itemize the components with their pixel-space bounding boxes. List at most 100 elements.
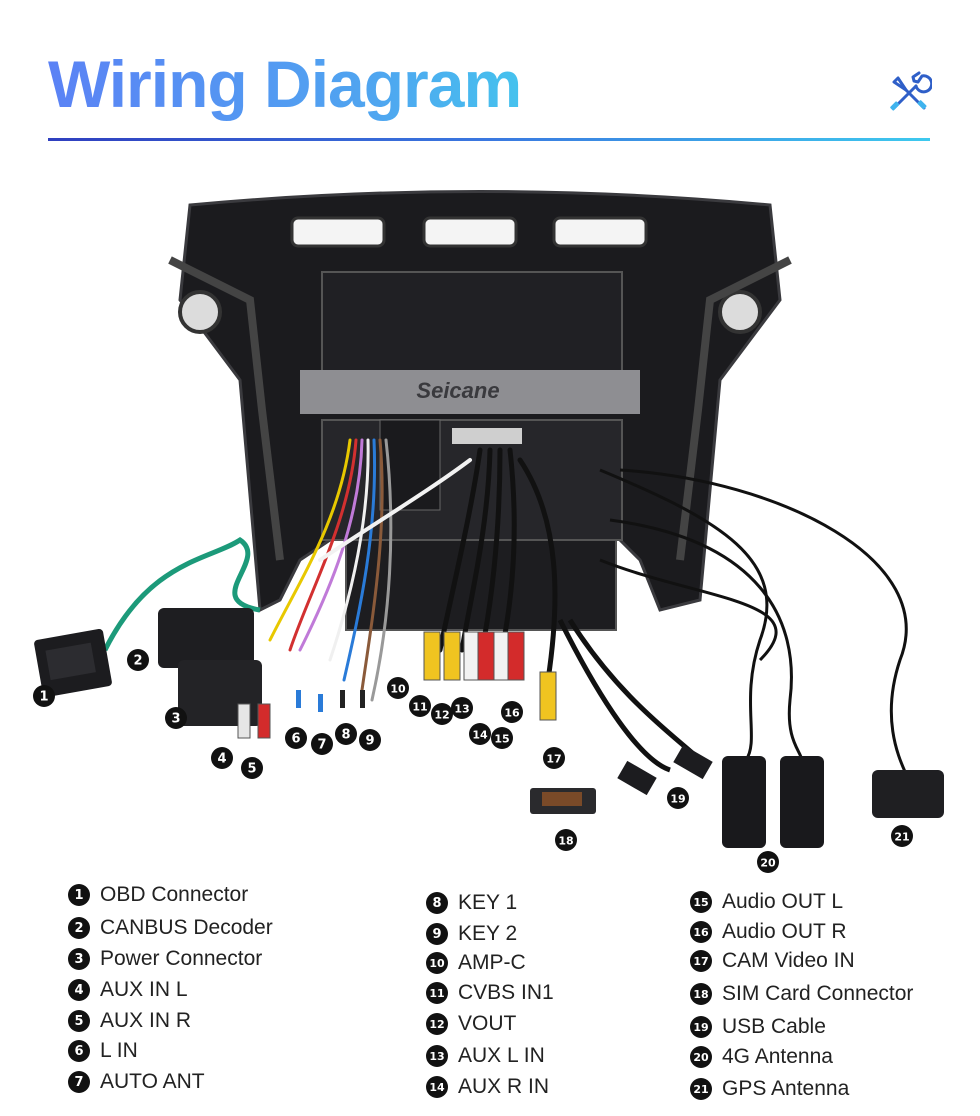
legend-number-badge: 3 — [68, 948, 90, 970]
legend-number-badge: 7 — [68, 1071, 90, 1093]
legend-label: CVBS IN1 — [458, 981, 554, 1004]
legend-label: GPS Antenna — [722, 1077, 850, 1100]
callout-3: 3 — [165, 707, 187, 729]
legend-number-badge: 15 — [690, 891, 712, 913]
obd-connector — [34, 628, 112, 698]
callout-circle — [409, 695, 431, 717]
callout-number: 16 — [504, 707, 520, 720]
callout-circle — [359, 729, 381, 751]
callout-number: 7 — [317, 738, 326, 753]
legend-label: L IN — [100, 1039, 138, 1062]
callout-circle — [311, 733, 333, 755]
canbus-cable — [102, 536, 261, 652]
legend-number-badge: 18 — [690, 983, 712, 1005]
callout-number: 6 — [291, 732, 300, 747]
legend-number-badge: 16 — [690, 921, 712, 943]
callout-circle — [431, 703, 453, 725]
callout-number: 2 — [133, 654, 142, 669]
callout-number: 4 — [217, 752, 226, 767]
legend-number-badge: 19 — [690, 1016, 712, 1038]
legend-number-badge: 13 — [426, 1045, 448, 1067]
legend-label: OBD Connector — [100, 883, 249, 906]
legend-number-badge: 1 — [68, 884, 90, 906]
callout-circle — [757, 851, 779, 873]
legend-number-badge: 21 — [690, 1078, 712, 1100]
legend-label: AUTO ANT — [100, 1070, 205, 1093]
callout-number: 21 — [894, 831, 909, 844]
callout-number: 18 — [558, 835, 573, 848]
callout-number: 19 — [670, 793, 685, 806]
legend-item: 18 SIM Card Connector — [690, 982, 913, 1006]
callout-6: 6 — [285, 727, 307, 749]
legend-label: Audio OUT R — [722, 920, 847, 943]
legend-item: 10 AMP-C — [426, 951, 526, 975]
callout-circle — [335, 723, 357, 745]
legend-label: AUX IN L — [100, 978, 188, 1001]
callout-number: 8 — [341, 728, 350, 743]
gps-antenna — [872, 770, 944, 818]
callout-5: 5 — [241, 757, 263, 779]
callout-19: 19 — [667, 787, 689, 809]
head-unit: Seicane — [300, 271, 640, 631]
callout-number: 17 — [546, 753, 561, 766]
callout-number: 5 — [247, 762, 256, 777]
legend-number-badge: 9 — [426, 923, 448, 945]
title-underline — [48, 138, 930, 141]
wiring-diagram: Seicane — [33, 190, 944, 873]
4g-antenna-2 — [780, 756, 824, 848]
callout-11: 11 — [409, 695, 431, 717]
legend-item: 12 VOUT — [426, 1012, 516, 1036]
callout-7: 7 — [311, 733, 333, 755]
callout-circle — [165, 707, 187, 729]
callout-number: 9 — [365, 734, 374, 749]
callout-circle — [127, 649, 149, 671]
callout-circle — [491, 727, 513, 749]
legend-label: SIM Card Connector — [722, 982, 914, 1005]
legend-label: USB Cable — [722, 1015, 826, 1038]
callout-circle — [667, 787, 689, 809]
4g-antenna-1 — [722, 756, 766, 848]
legend-number-badge: 17 — [690, 950, 712, 972]
legend-label: AMP-C — [458, 951, 526, 974]
legend-label: AUX R IN — [458, 1075, 550, 1098]
legend-item: 1 OBD Connector — [68, 883, 248, 907]
legend-label: AUX IN R — [100, 1009, 192, 1032]
legend-item: 7 AUTO ANT — [68, 1070, 205, 1094]
callout-17: 17 — [543, 747, 565, 769]
callout-number: 11 — [412, 701, 427, 714]
callout-number: 3 — [171, 712, 180, 727]
legend-number-badge: 12 — [426, 1013, 448, 1035]
usb-cables — [557, 618, 713, 796]
callout-circle — [543, 747, 565, 769]
callout-circle — [241, 757, 263, 779]
callout-12: 12 — [431, 703, 453, 725]
callout-4: 4 — [211, 747, 233, 769]
legend-label: Power Connector — [100, 947, 263, 970]
callout-circle — [469, 723, 491, 745]
callout-13: 13 — [451, 697, 473, 719]
callout-21: 21 — [891, 825, 913, 847]
legend-number-badge: 4 — [68, 979, 90, 1001]
legend-label: VOUT — [458, 1012, 517, 1035]
legend-item: 21 GPS Antenna — [690, 1077, 849, 1101]
legend-item: 14 AUX R IN — [426, 1075, 549, 1099]
brand-watermark: Seicane — [416, 378, 499, 403]
legend-number-badge: 14 — [426, 1076, 448, 1098]
callout-number: 10 — [390, 683, 406, 696]
callout-circle — [891, 825, 913, 847]
callout-number: 20 — [760, 857, 776, 870]
callout-circle — [501, 701, 523, 723]
callout-number: 13 — [454, 703, 469, 716]
legend-item: 4 AUX IN L — [68, 978, 188, 1002]
legend-number-badge: 10 — [426, 952, 448, 974]
aux-rca-plugs — [237, 703, 271, 739]
callout-number: 12 — [434, 709, 449, 722]
